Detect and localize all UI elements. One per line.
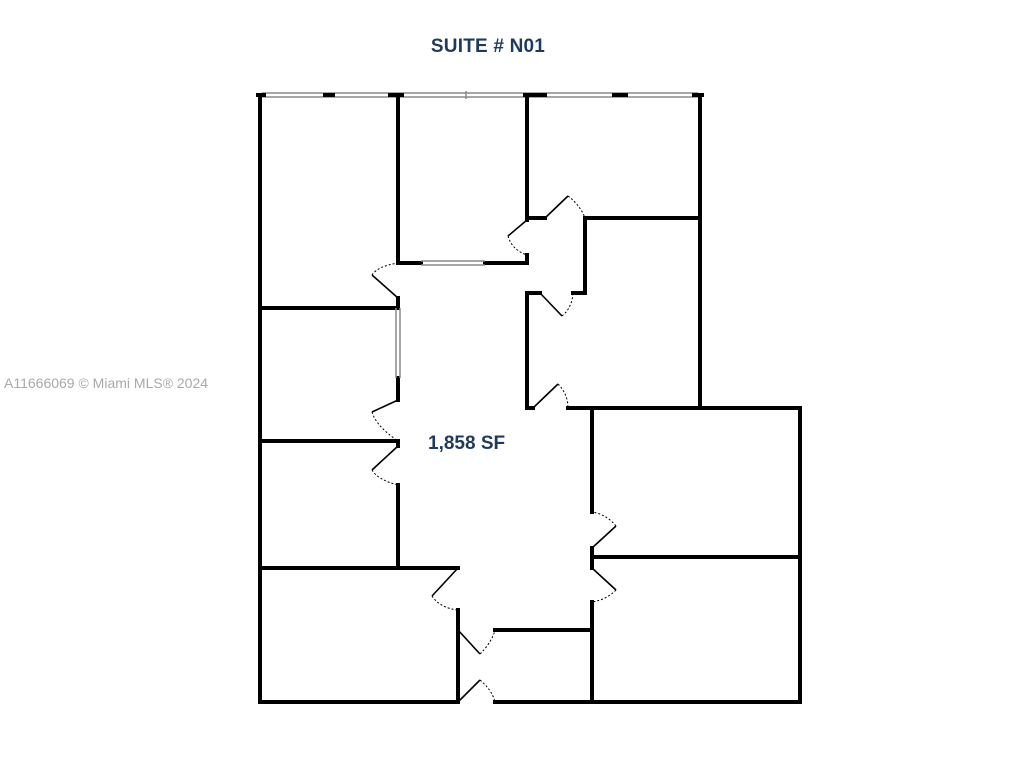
interior-walls — [258, 93, 802, 704]
door-office-right-lower-1 — [591, 511, 617, 549]
door-office-bottom-left — [431, 567, 459, 611]
area-label: 1,858 SF — [428, 433, 506, 454]
door-office-top-right — [544, 195, 586, 219]
doors — [371, 195, 617, 703]
door-office-left-3 — [371, 445, 399, 486]
interior-windows — [395, 260, 485, 378]
door-office-left-1 — [371, 262, 399, 299]
watermark: A11666069 © Miami MLS® 2024 — [4, 375, 209, 391]
door-entrance — [457, 679, 496, 703]
door-office-right-upper — [539, 292, 574, 317]
top-window-wall — [256, 91, 704, 99]
door-small-room — [457, 629, 496, 655]
door-office-right-lower-2 — [591, 567, 617, 603]
door-office-top-middle — [507, 219, 528, 256]
outer-walls — [258, 93, 802, 704]
suite-title: SUITE # N01 — [430, 36, 546, 57]
door-office-right-upper-bottom — [532, 383, 569, 409]
door-office-left-2 — [371, 399, 399, 442]
